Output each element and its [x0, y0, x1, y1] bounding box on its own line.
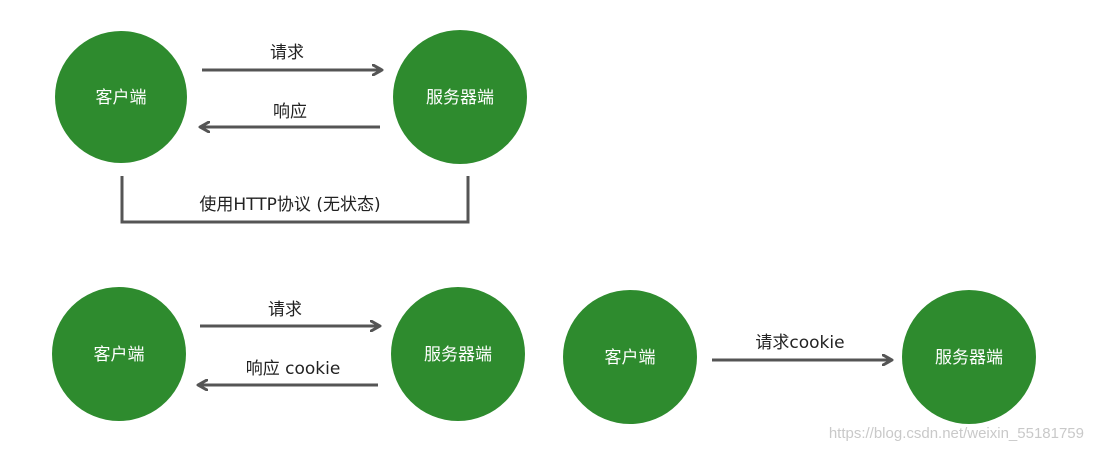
request-cookie-label: 请求cookie [755, 333, 844, 353]
response-label: 响应 [273, 102, 307, 122]
response-cookie-label: 响应 cookie [246, 359, 341, 379]
protocol-label: 使用HTTP协议 (无状态) [199, 194, 380, 215]
request-label: 请求 [268, 300, 302, 320]
server-node-label: 服务器端 [424, 345, 492, 365]
server-node-label: 服务器端 [935, 348, 1003, 368]
client-node-label: 客户端 [605, 348, 656, 368]
protocol-connector [120, 176, 470, 224]
watermark: https://blog.csdn.net/weixin_55181759 [829, 425, 1084, 442]
server-node [391, 287, 525, 421]
server-node-label: 服务器端 [426, 88, 494, 108]
server-node [393, 30, 527, 164]
client-node [55, 31, 187, 163]
client-node-label: 客户端 [94, 345, 145, 365]
client-node [52, 287, 186, 421]
set-cookie-diagram: 客户端 服务器端 请求 响应 cookie [52, 287, 525, 421]
client-node-label: 客户端 [96, 88, 147, 108]
send-cookie-diagram: 客户端 服务器端 请求cookie [563, 290, 1036, 424]
request-label: 请求 [270, 43, 304, 63]
server-node [902, 290, 1036, 424]
stateless-http-diagram: 客户端 服务器端 请求 响应 使用HTTP协议 (无状态) [55, 30, 527, 224]
client-node [563, 290, 697, 424]
